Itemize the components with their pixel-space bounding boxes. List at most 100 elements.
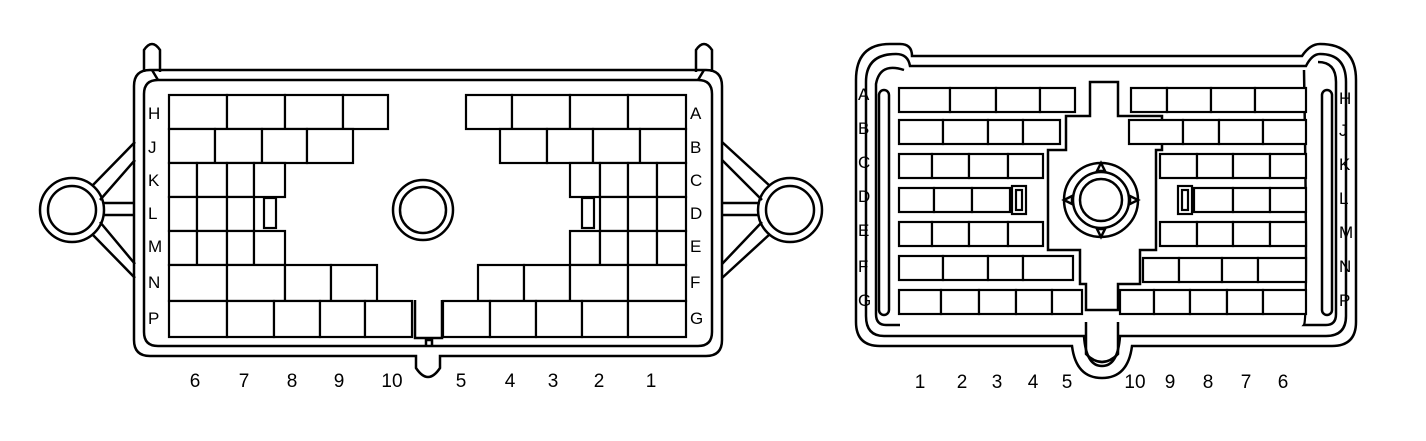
cavity (225, 229, 256, 267)
row-label: H (1339, 89, 1351, 108)
row-label: A (858, 85, 870, 104)
right-connector-side-rails (877, 88, 1334, 317)
cavity (510, 93, 572, 131)
cavity (1188, 288, 1229, 316)
cavity (626, 229, 659, 267)
cavity (1006, 220, 1045, 248)
cavity (225, 195, 256, 233)
row-label: H (148, 104, 160, 123)
column-number: 1 (915, 372, 926, 393)
cavity (986, 118, 1025, 146)
left-connector-row-labels-left: H J K L M N P (148, 104, 162, 328)
cavity (283, 263, 333, 303)
cavity (986, 254, 1025, 282)
column-number: 1 (646, 371, 657, 392)
cavity (994, 86, 1042, 114)
cavity (626, 195, 659, 233)
left-connector-housing-inner (142, 78, 714, 348)
row-label: G (690, 309, 703, 328)
cavity (1158, 220, 1199, 248)
cavity (1050, 288, 1084, 316)
right-connector-center-key (1061, 160, 1141, 240)
cavity (1256, 256, 1308, 284)
left-connector-top-handles (142, 42, 714, 72)
cavity (522, 263, 572, 303)
column-number: 5 (456, 371, 467, 392)
cavity (225, 299, 276, 339)
row-label: F (858, 257, 868, 276)
row-label: N (148, 273, 160, 292)
row-label: J (1339, 121, 1348, 140)
cavity (568, 263, 630, 303)
right-connector-row-labels-right: H J K L M N P (1339, 89, 1353, 310)
cavity (967, 220, 1010, 248)
column-number: 2 (957, 372, 968, 393)
cavity (329, 263, 379, 303)
cavity (930, 220, 971, 248)
cavity (488, 299, 538, 339)
cavity (476, 263, 526, 303)
cavity (948, 86, 998, 114)
cavity (897, 86, 952, 114)
cavity (272, 299, 322, 339)
cavity (1021, 254, 1075, 282)
cavity (252, 229, 287, 267)
cavity (1152, 288, 1192, 316)
cavity (1231, 220, 1272, 248)
right-connector-row-labels-left: A B C D E F G (858, 85, 871, 310)
column-number: 4 (505, 371, 516, 392)
cavity (626, 161, 659, 199)
column-number: 4 (1028, 372, 1039, 393)
column-number: 5 (1062, 372, 1073, 393)
row-label: F (690, 273, 700, 292)
left-connector-column-numbers: 6 7 8 9 10 5 4 3 2 1 (190, 371, 657, 392)
cavity (1268, 152, 1308, 180)
cavity (1165, 86, 1213, 114)
cavity (1129, 86, 1169, 114)
row-label: P (148, 309, 159, 328)
row-label: N (1339, 257, 1351, 276)
cavity (1181, 118, 1221, 146)
cavity (1177, 256, 1224, 284)
right-connector-column-numbers: 1 2 3 4 5 10 9 8 7 6 (915, 372, 1289, 393)
cavity (498, 127, 549, 165)
cavity (598, 229, 630, 267)
cavity (252, 161, 287, 199)
cavity (970, 186, 1012, 214)
row-label: B (690, 138, 701, 157)
left-connector-latches (262, 196, 596, 230)
cavity (1231, 152, 1272, 180)
cavity (939, 288, 981, 316)
cavity (626, 299, 688, 339)
cavity (1231, 186, 1272, 214)
row-label: P (1339, 291, 1350, 310)
cavity (591, 127, 642, 165)
row-label: L (1339, 189, 1348, 208)
cavity (1118, 288, 1156, 316)
column-number: 7 (1241, 372, 1252, 393)
cavity (568, 229, 602, 267)
cavity (1127, 118, 1185, 146)
column-number: 3 (992, 372, 1003, 393)
column-number: 6 (190, 371, 201, 392)
cavity (225, 263, 287, 303)
row-label: D (690, 204, 702, 223)
cavity (930, 152, 971, 180)
cavity (464, 93, 514, 131)
cavity (941, 254, 990, 282)
cavity (897, 254, 945, 282)
left-connector-housing (132, 68, 724, 379)
cavity (167, 229, 199, 267)
cavity (1209, 86, 1257, 114)
cavity (195, 229, 229, 267)
cavity (167, 299, 229, 339)
cavity (598, 161, 630, 199)
cavity (545, 127, 595, 165)
cavity (1141, 256, 1181, 284)
left-connector: H J K L M N P A B C D E F G 6 7 8 9 10 5… (38, 42, 824, 392)
cavity (897, 118, 945, 146)
cavity (941, 118, 990, 146)
cavity (1268, 186, 1308, 214)
cavity (1253, 86, 1308, 114)
cavity (568, 161, 602, 199)
